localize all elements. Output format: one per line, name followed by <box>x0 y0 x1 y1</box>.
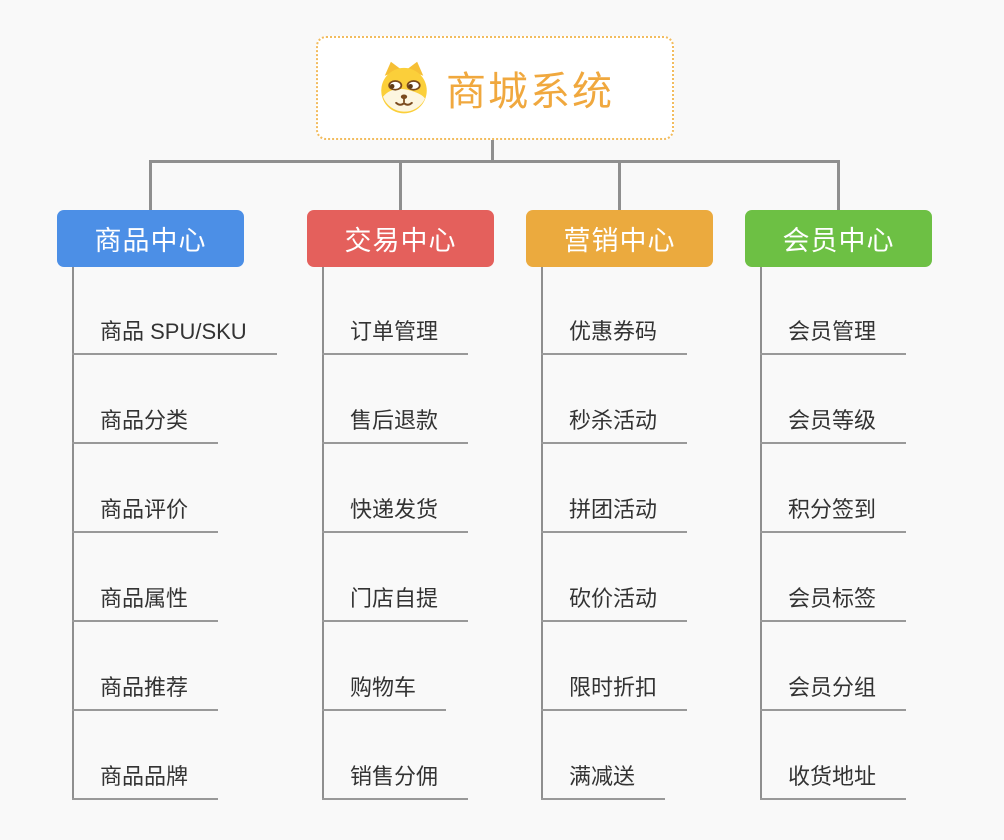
connector-trunk-3 <box>541 267 543 800</box>
leaf-node[interactable]: 快递发货 <box>322 489 469 533</box>
root-title: 商城系统 <box>446 70 614 114</box>
leaf-node[interactable]: 拼团活动 <box>541 489 688 533</box>
leaf-node[interactable]: 门店自提 <box>322 578 469 622</box>
leaf-node[interactable]: 商品 SPU/SKU <box>72 311 277 355</box>
leaf-node[interactable]: 销售分佣 <box>322 756 469 800</box>
leaf-node[interactable]: 商品分类 <box>72 400 219 444</box>
connector-drop-1 <box>149 160 152 210</box>
leaf-node[interactable]: 购物车 <box>322 667 447 711</box>
leaf-node[interactable]: 商品推荐 <box>72 667 219 711</box>
connector-horizontal <box>149 160 840 163</box>
branch-node-3[interactable]: 营销中心 <box>526 210 713 267</box>
leaf-node[interactable]: 积分签到 <box>760 489 907 533</box>
leaf-node[interactable]: 限时折扣 <box>541 667 688 711</box>
leaf-node[interactable]: 会员标签 <box>760 578 907 622</box>
connector-trunk-1 <box>72 267 74 800</box>
leaf-node[interactable]: 会员管理 <box>760 311 907 355</box>
leaf-node[interactable]: 满减送 <box>541 756 666 800</box>
leaf-node[interactable]: 商品品牌 <box>72 756 219 800</box>
leaf-node[interactable]: 售后退款 <box>322 400 469 444</box>
connector-drop-3 <box>618 160 621 210</box>
leaf-node[interactable]: 会员分组 <box>760 667 907 711</box>
doge-icon <box>376 60 432 116</box>
connector-root-stem <box>491 140 494 162</box>
branch-node-4[interactable]: 会员中心 <box>745 210 932 267</box>
leaf-node[interactable]: 砍价活动 <box>541 578 688 622</box>
branch-node-2[interactable]: 交易中心 <box>307 210 494 267</box>
leaf-node[interactable]: 收货地址 <box>760 756 907 800</box>
leaf-node[interactable]: 订单管理 <box>322 311 469 355</box>
leaf-node[interactable]: 秒杀活动 <box>541 400 688 444</box>
branch-node-1[interactable]: 商品中心 <box>57 210 244 267</box>
leaf-node[interactable]: 商品评价 <box>72 489 219 533</box>
leaf-node[interactable]: 会员等级 <box>760 400 907 444</box>
root-node-mall-system[interactable]: 商城系统 <box>316 36 674 140</box>
connector-trunk-2 <box>322 267 324 800</box>
connector-trunk-4 <box>760 267 762 800</box>
leaf-node[interactable]: 优惠券码 <box>541 311 688 355</box>
connector-drop-4 <box>837 160 840 210</box>
leaf-node[interactable]: 商品属性 <box>72 578 219 622</box>
connector-drop-2 <box>399 160 402 210</box>
